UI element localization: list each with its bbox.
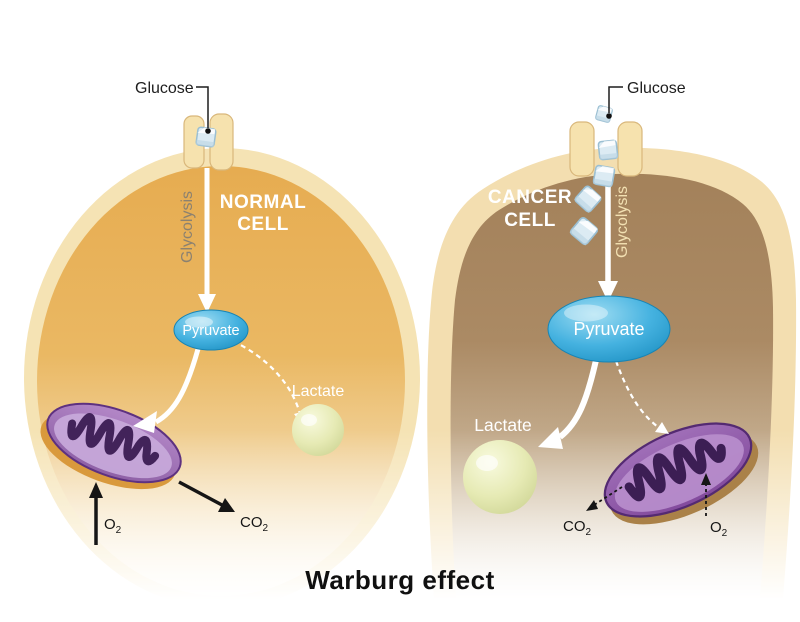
cancer-pyruvate-to-lactate-arrow <box>538 359 599 449</box>
cancer-glucose-channel <box>569 121 643 177</box>
cancer-cell-name-line1: CANCER <box>488 187 572 208</box>
normal-co2-arrow <box>178 480 235 512</box>
cancer-glucose-callout: Glucose <box>606 80 686 119</box>
normal-glucose-callout: Glucose <box>135 80 211 134</box>
normal-pyruvate-label: Pyruvate <box>182 323 239 339</box>
normal-cell-name-line2: CELL <box>237 214 289 235</box>
cancer-mitochondria <box>603 422 759 525</box>
normal-cell-name-line1: NORMAL <box>220 192 306 213</box>
cancer-glucose-label: Glucose <box>627 80 686 97</box>
normal-cristae <box>67 413 160 466</box>
cancer-glucose-molecule-icons <box>569 105 619 246</box>
cancer-co2-dashed-arrow <box>586 486 623 511</box>
normal-glucose-molecule-icon <box>195 126 217 148</box>
cancer-pyruvate: Pyruvate <box>547 295 671 363</box>
cancer-pyruvate-to-mitochondria-dashed-arrow <box>614 360 669 434</box>
normal-glucose-label: Glucose <box>135 80 194 97</box>
normal-o2-label: O2 <box>104 516 122 536</box>
cancer-cell-name-line2: CELL <box>504 210 556 231</box>
cancer-o2-label: O2 <box>710 519 728 539</box>
normal-mitochondria <box>40 402 182 490</box>
cancer-glycolysis-arrow <box>598 186 618 302</box>
normal-lactate: Lactate <box>292 383 345 456</box>
cancer-lactate: Lactate <box>463 415 537 514</box>
normal-glycolysis-label: Glycolysis <box>179 191 196 263</box>
normal-pyruvate: Pyruvate <box>173 309 249 351</box>
normal-lactate-label: Lactate <box>292 383 345 400</box>
diagram-title: Warburg effect <box>305 565 495 595</box>
normal-o2-arrow <box>89 482 103 545</box>
cancer-o2-dashed-arrow <box>701 473 711 516</box>
normal-pyruvate-to-mitochondria-arrow <box>133 348 201 433</box>
normal-co2-label: CO2 <box>240 514 269 534</box>
cancer-cristae <box>624 438 726 502</box>
cancer-pyruvate-label: Pyruvate <box>573 319 644 339</box>
cancer-lactate-label: Lactate <box>474 415 531 435</box>
cancer-glycolysis-label: Glycolysis <box>614 186 631 258</box>
cancer-co2-label: CO2 <box>563 518 592 538</box>
cell-bodies <box>24 147 797 608</box>
normal-cell-body <box>37 166 405 596</box>
normal-glycolysis-arrow <box>198 168 216 313</box>
normal-glucose-channel <box>183 113 234 171</box>
